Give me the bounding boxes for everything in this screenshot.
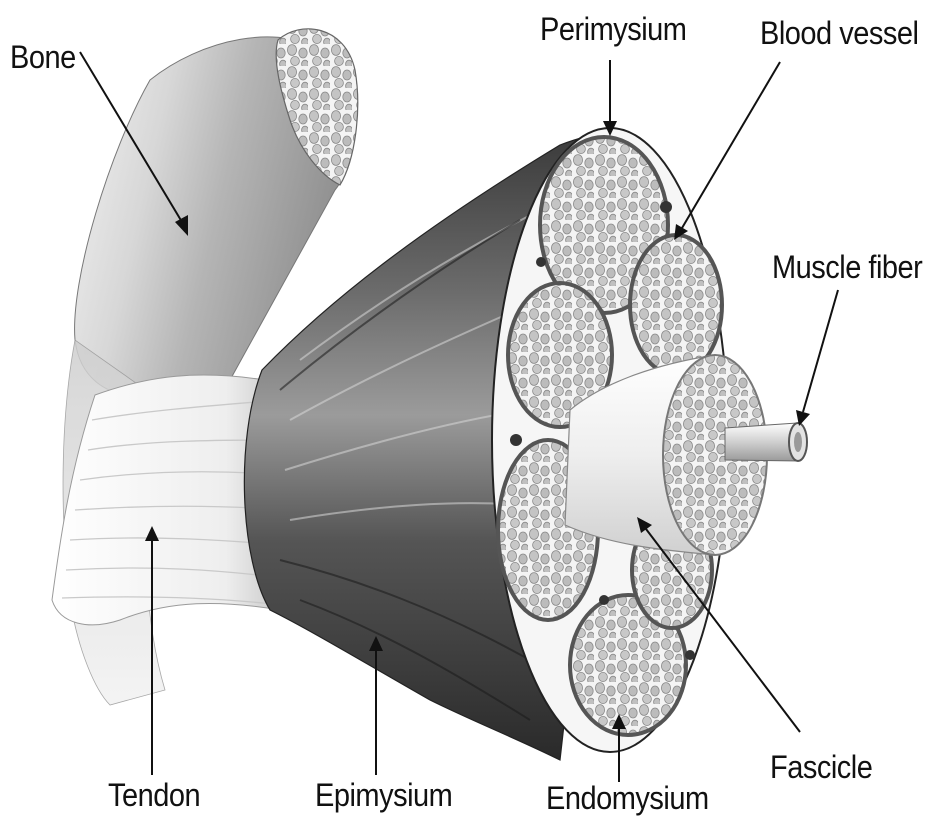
- muscle-fiber-label: Muscle fiber: [772, 252, 922, 284]
- muscle-fiber-shape: [725, 423, 807, 461]
- endomysium-label: Endomysium: [546, 783, 709, 815]
- muscle-fiber-leader-line: [796, 290, 838, 426]
- perimysium-leader-line: [603, 60, 617, 136]
- perimysium-label: Perimysium: [540, 14, 686, 46]
- bone-label: Bone: [10, 42, 76, 74]
- tendon-label: Tendon: [108, 780, 200, 812]
- epimysium-label: Epimysium: [315, 780, 452, 812]
- fascicle-label: Fascicle: [770, 752, 872, 784]
- blood-vessel-leader-line: [674, 62, 780, 240]
- blood-vessel-label: Blood vessel: [760, 18, 918, 50]
